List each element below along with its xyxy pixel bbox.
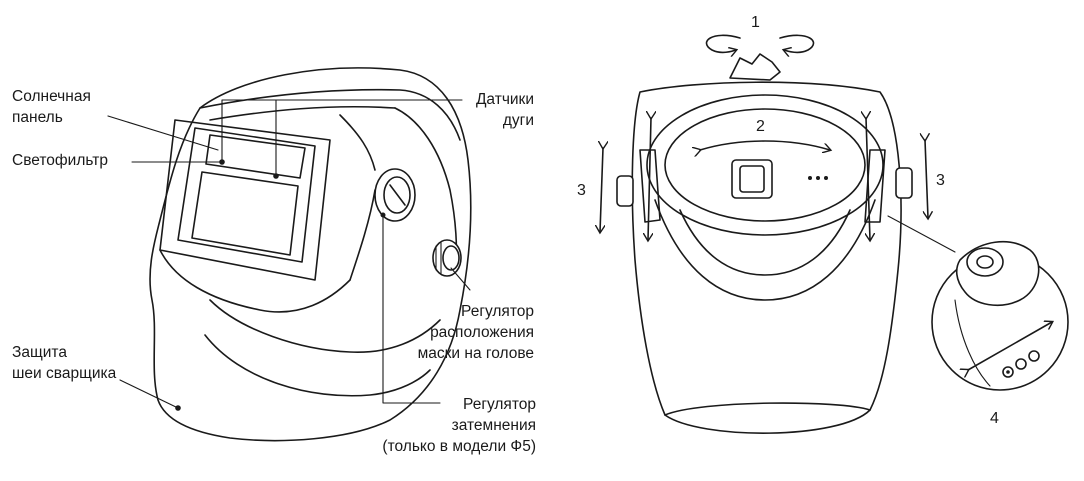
- label-head-adjust-line2: расположения: [430, 324, 534, 341]
- helmet-shell: [149, 67, 472, 442]
- leader-neck: [119, 379, 179, 409]
- solar-panel-shape: [205, 134, 306, 179]
- label-sensors: Датчики дуги: [420, 89, 534, 131]
- rear-shell: [631, 81, 902, 434]
- label-num-4: 4: [990, 410, 999, 427]
- filter-shape: [191, 171, 299, 256]
- label-shade-adjust-line2: затемнения: [451, 417, 536, 434]
- label-filter: Светофильтр: [12, 152, 108, 169]
- label-head-adjust-line3: маски на голове: [417, 345, 534, 362]
- leader-shade: [382, 214, 441, 404]
- label-num-3-right: 3: [936, 172, 945, 189]
- leader-head: [450, 267, 471, 291]
- label-neck: Защита шеи сварщика: [12, 342, 116, 384]
- label-shade-adjust-line3: (только в модели Ф5): [382, 438, 536, 455]
- label-sensors-line2: дуги: [502, 112, 534, 129]
- label-solar-panel-line2: панель: [12, 109, 63, 126]
- side-knob-right: [895, 167, 913, 199]
- helmet-side-view: [107, 67, 472, 442]
- label-head-adjust: Регулятор расположения маски на голове: [384, 301, 534, 364]
- helmet-rear-view: [600, 34, 1069, 434]
- shade-knob: [374, 168, 416, 222]
- head-adjust-knob: [432, 239, 462, 277]
- label-shade-adjust-line1: Регулятор: [463, 396, 536, 413]
- label-neck-line2: шеи сварщика: [12, 365, 117, 382]
- label-head-adjust-line1: Регулятор: [461, 303, 534, 320]
- label-sensors-line1: Датчики: [475, 91, 534, 108]
- label-num-2: 2: [756, 118, 765, 135]
- label-neck-line1: Защита: [12, 344, 67, 361]
- side-knob-left: [616, 175, 634, 207]
- label-num-3-left: 3: [577, 182, 586, 199]
- leader-solar: [107, 115, 219, 151]
- label-num-1: 1: [751, 14, 760, 31]
- window-frame: [159, 119, 331, 281]
- label-solar-panel-line1: Солнечная: [12, 88, 91, 105]
- detail-knob: [955, 240, 1040, 307]
- label-solar-panel: Солнечная панель: [12, 86, 91, 128]
- crown-ratchet: [729, 53, 781, 81]
- label-shade-adjust: Регулятор затемнения (только в модели Ф5…: [350, 394, 536, 457]
- leader-sensors: [221, 99, 463, 163]
- back-slider: [731, 159, 773, 199]
